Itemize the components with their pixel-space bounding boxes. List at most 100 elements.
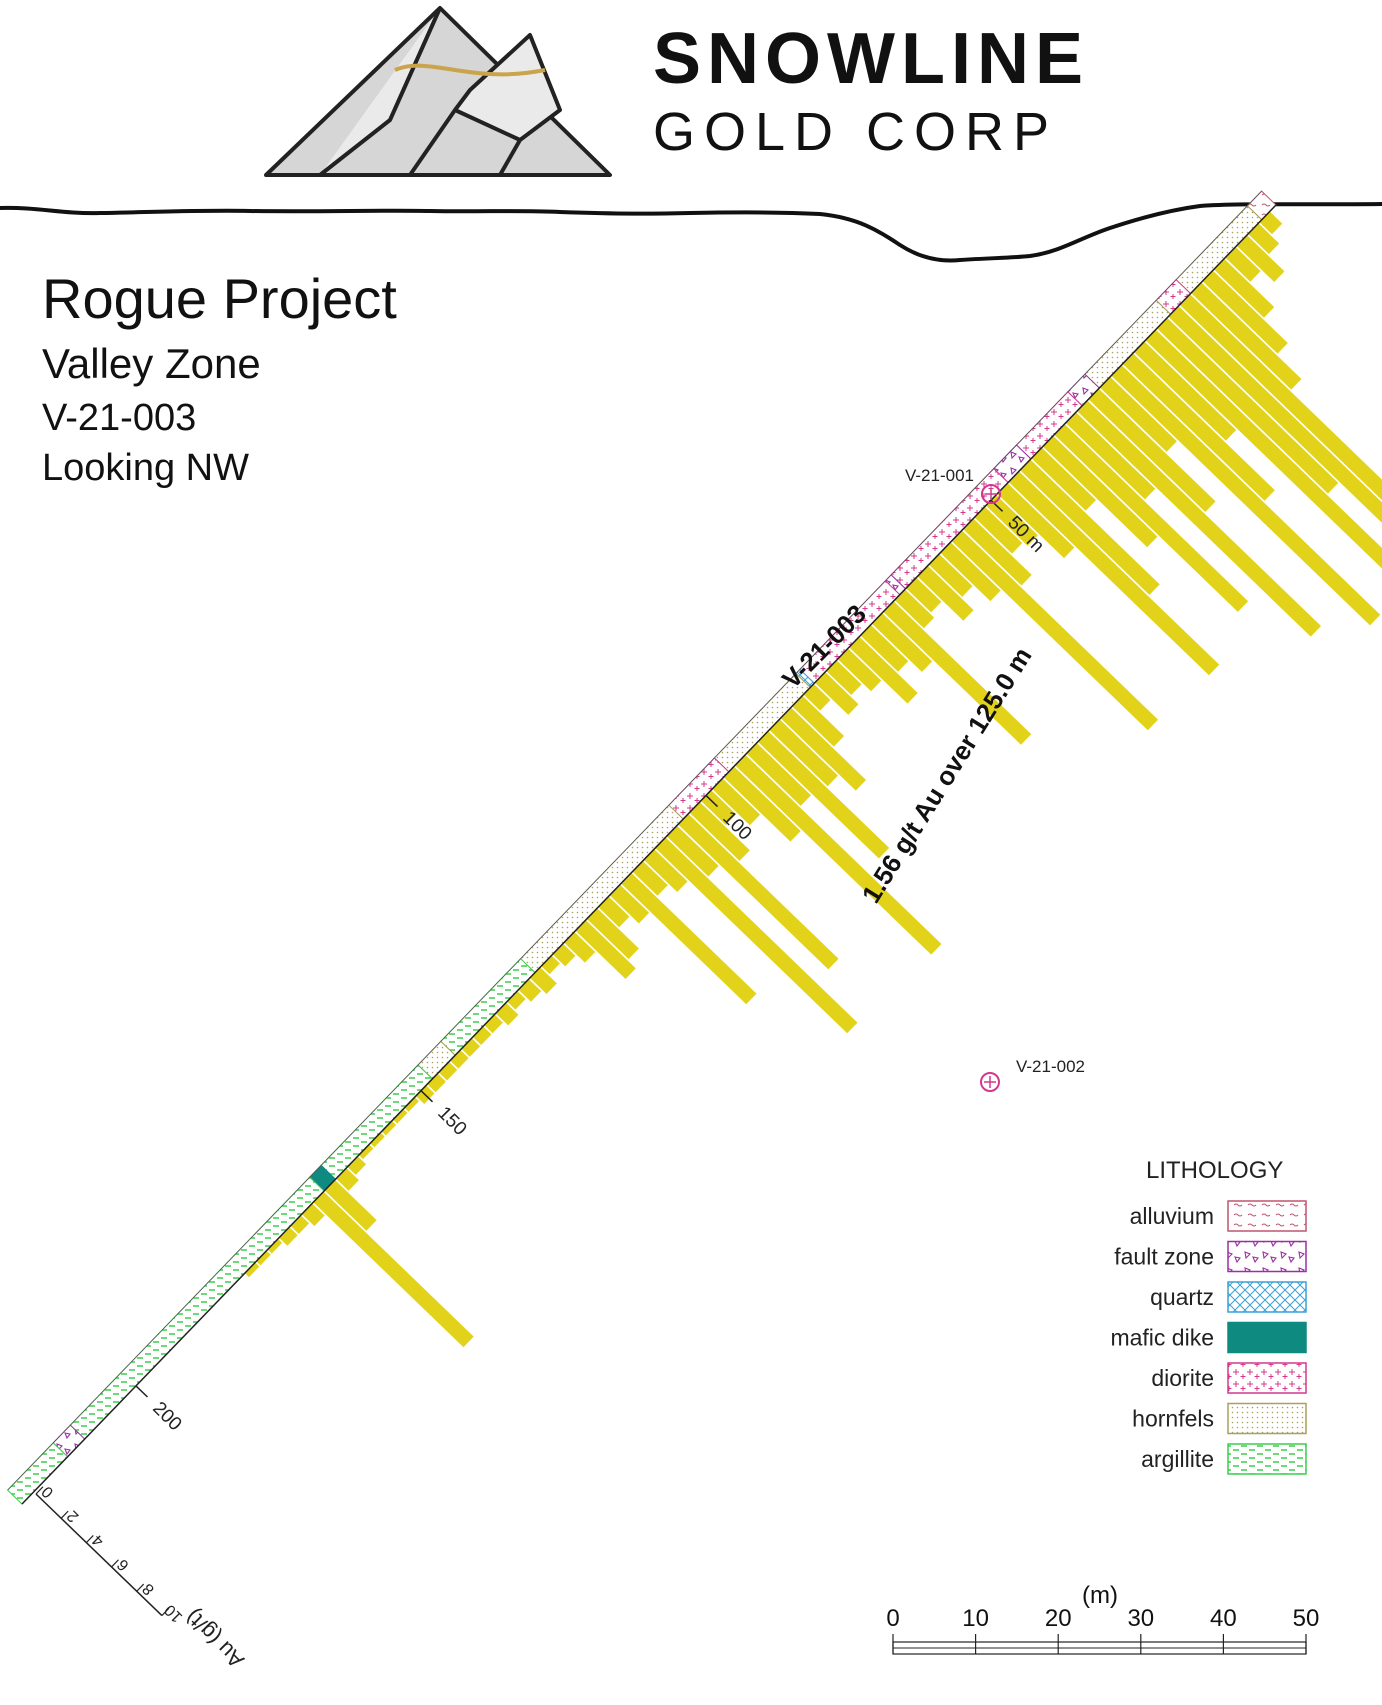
assay-bar bbox=[575, 920, 636, 980]
au-axis-tick-label: 0 bbox=[39, 1482, 57, 1500]
mountain-ridge-lines bbox=[318, 7, 562, 177]
legend-label: fault zone bbox=[1114, 1244, 1214, 1270]
assay-bar bbox=[1065, 412, 1156, 500]
assay-bar bbox=[1099, 376, 1177, 452]
au-axis-line bbox=[35, 1493, 163, 1617]
au-axis-tick-label: 2 bbox=[64, 1507, 82, 1525]
lithology-segment-argillite bbox=[440, 957, 536, 1056]
hole-collar-cross bbox=[984, 1076, 996, 1088]
assay-bar bbox=[849, 636, 918, 704]
logo-line2: GOLD CORP bbox=[653, 102, 1058, 162]
nearby-hole-v21-002: V-21-002 bbox=[980, 1057, 1085, 1092]
assay-bar bbox=[1179, 294, 1382, 501]
assay-bar bbox=[427, 1073, 446, 1093]
au-axis-tick bbox=[161, 1607, 170, 1616]
assay-bar bbox=[484, 1014, 503, 1034]
au-axis-tick bbox=[111, 1559, 119, 1568]
assay-bar bbox=[689, 801, 750, 861]
assay-bar bbox=[883, 601, 1032, 745]
logo-line1: SNOWLINE bbox=[653, 19, 1089, 99]
assay-bar bbox=[450, 1049, 469, 1069]
hole-collar-cross bbox=[985, 488, 997, 500]
au-axis-tick bbox=[85, 1535, 94, 1544]
assay-bar bbox=[1031, 447, 1096, 511]
assay-bar bbox=[609, 884, 650, 924]
legend-label: mafic dike bbox=[1110, 1325, 1214, 1351]
au-axis-tick-label: 8 bbox=[139, 1580, 157, 1598]
assay-bars bbox=[244, 211, 1382, 1348]
assay-bar bbox=[928, 553, 973, 597]
assay-bar bbox=[1077, 400, 1322, 637]
assay-bar bbox=[746, 742, 811, 806]
legend-label: argillite bbox=[1141, 1446, 1214, 1472]
assay-bar bbox=[792, 695, 845, 747]
scale-unit-label: (m) bbox=[1082, 1582, 1118, 1609]
assay-bar bbox=[358, 1144, 374, 1160]
view-direction: Looking NW bbox=[42, 447, 249, 489]
au-axis-tick bbox=[35, 1486, 44, 1495]
scale-bar-tick-label: 30 bbox=[1127, 1605, 1154, 1632]
au-axis-tick bbox=[136, 1583, 145, 1592]
assay-bar bbox=[974, 506, 1023, 554]
assay-bar bbox=[1088, 388, 1216, 513]
legend-label: alluvium bbox=[1130, 1203, 1214, 1229]
assay-bar bbox=[655, 837, 858, 1034]
assay-bar bbox=[723, 766, 801, 842]
au-axis-title: Au (g/t) bbox=[180, 1605, 249, 1674]
assay-bar bbox=[370, 1132, 385, 1148]
assay-bar bbox=[1156, 317, 1339, 494]
assay-bar bbox=[347, 1156, 367, 1175]
scale-bar-tick-label: 0 bbox=[886, 1605, 899, 1632]
assay-bar bbox=[1134, 341, 1237, 441]
assay-bar bbox=[1054, 424, 1249, 612]
assay-bar bbox=[541, 955, 560, 975]
depth-tick-label: 150 bbox=[433, 1103, 470, 1140]
assay-bar bbox=[267, 1238, 283, 1254]
depth-tick-label: 200 bbox=[148, 1398, 185, 1435]
assay-bar bbox=[438, 1061, 458, 1081]
assay-bar bbox=[507, 990, 526, 1010]
hole-trace-line bbox=[21, 204, 1277, 1505]
assay-bar bbox=[940, 542, 1001, 602]
assay-bar bbox=[472, 1026, 492, 1046]
legend-label: diorite bbox=[1151, 1365, 1214, 1391]
intercept-label: 1.56 g/t Au over 125.0 m bbox=[856, 642, 1038, 908]
assay-bar bbox=[1225, 246, 1261, 282]
assay-bar bbox=[826, 660, 862, 696]
assay-bar bbox=[917, 565, 974, 621]
assay-bar bbox=[393, 1108, 408, 1124]
lithology-segment-argillite bbox=[320, 1064, 434, 1180]
legend-swatch-quartz bbox=[1227, 1281, 1307, 1313]
company-logo: SNOWLINE GOLD CORP bbox=[264, 6, 1089, 177]
assay-bar bbox=[381, 1120, 397, 1136]
assay-bar bbox=[780, 707, 867, 791]
assay-bar bbox=[666, 825, 719, 877]
legend-swatch-mafic-dike bbox=[1227, 1321, 1307, 1354]
assay-bar bbox=[906, 577, 942, 613]
assay-bar bbox=[1111, 365, 1381, 626]
scale-bar-tick-label: 10 bbox=[962, 1605, 989, 1632]
assay-bar bbox=[586, 908, 639, 960]
hole-collar-icon bbox=[980, 1072, 1000, 1092]
au-axis-tick-label: 6 bbox=[114, 1555, 132, 1573]
assay-bar bbox=[769, 719, 838, 787]
assay-bar bbox=[244, 1262, 260, 1278]
assay-bar bbox=[1168, 305, 1382, 523]
assay-bar bbox=[735, 754, 942, 955]
legend-label: quartz bbox=[1150, 1284, 1214, 1310]
depth-tick bbox=[705, 794, 719, 808]
nearby-hole-label: V-21-002 bbox=[1016, 1057, 1085, 1076]
mountain-logo-icon bbox=[264, 6, 612, 177]
assay-bar bbox=[1008, 471, 1220, 676]
scale-bar-tick-label: 50 bbox=[1293, 1605, 1320, 1632]
assay-bar bbox=[837, 648, 882, 692]
assay-bar bbox=[598, 896, 630, 928]
log-border-line bbox=[7, 190, 1262, 1491]
legend-swatch-argillite bbox=[1227, 1443, 1307, 1475]
assay-bar bbox=[313, 1191, 474, 1348]
